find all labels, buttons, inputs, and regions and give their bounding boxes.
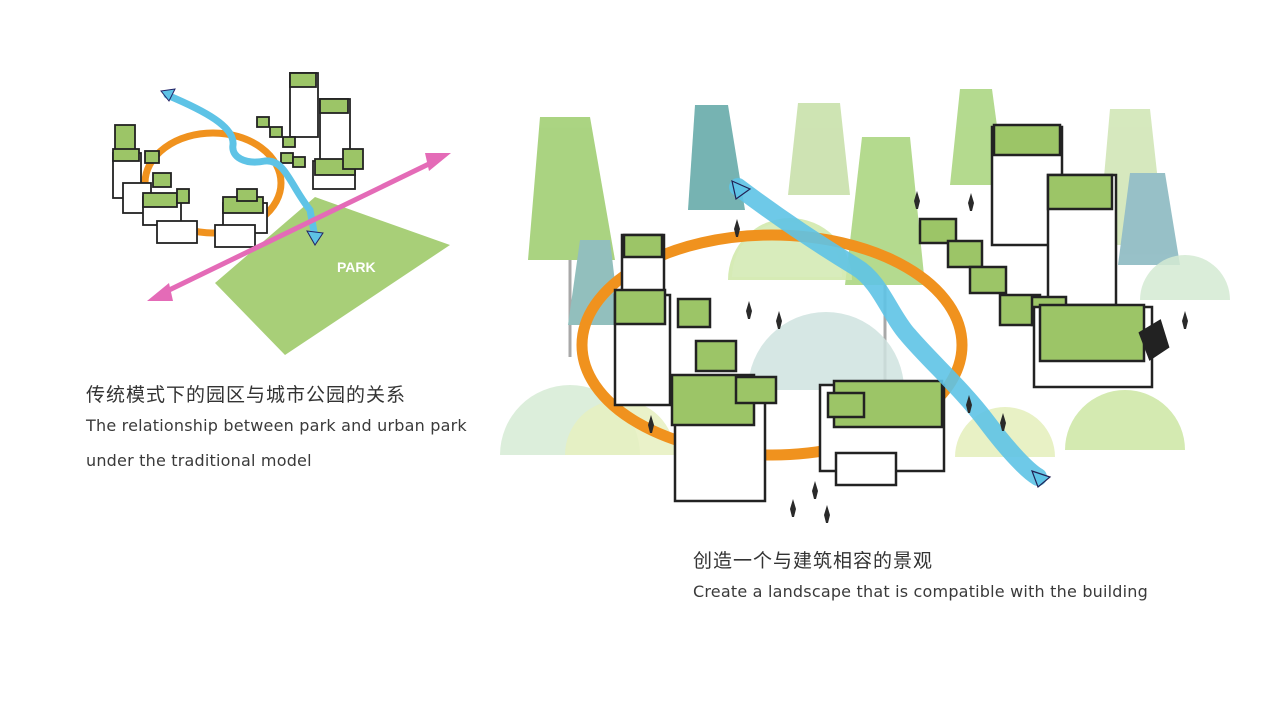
pedestrian-icon-group	[648, 191, 1188, 523]
right-caption-en: Create a landscape that is compatible wi…	[693, 582, 1148, 601]
building-cluster-left	[112, 124, 268, 248]
pedestrian-icon	[776, 311, 782, 329]
river-arrow-head-bottom	[1030, 470, 1052, 489]
orange-loop	[576, 229, 968, 461]
pedestrian-icon	[1182, 311, 1188, 329]
tree-icon	[568, 240, 620, 325]
pedestrian-icon	[734, 219, 740, 237]
river-arrow-head-top	[160, 88, 176, 102]
traditional-model-diagram: PARK	[112, 72, 451, 355]
building-cluster-right	[256, 72, 364, 190]
pedestrian-icon	[746, 301, 752, 319]
pedestrian-icon	[914, 191, 920, 209]
pedestrian-icon	[648, 415, 654, 433]
pink-double-arrow-icon	[161, 158, 437, 296]
blue-river-arrow-icon	[729, 178, 1047, 486]
river-arrow-head-bottom	[306, 230, 324, 246]
park-label: PARK	[337, 259, 376, 275]
tree-icon	[528, 117, 615, 260]
pink-arrow-head-right	[425, 153, 451, 171]
building-cluster-left	[613, 233, 946, 503]
blue-river-arrow-icon	[163, 91, 319, 241]
pedestrian-icon	[824, 505, 830, 523]
pedestrian-icon	[790, 499, 796, 517]
left-caption-en: The relationship between park and urban …	[86, 408, 467, 478]
pedestrian-icon	[812, 481, 818, 499]
pedestrian-icon	[1000, 413, 1006, 431]
pedestrian-icon	[966, 395, 972, 413]
building-cluster-right	[918, 123, 1170, 389]
left-caption-en-line2: under the traditional model	[86, 451, 312, 470]
tree-icon	[788, 103, 850, 195]
compatible-landscape-diagram	[500, 89, 1230, 523]
tree-icon	[1118, 173, 1180, 265]
left-caption-cn: 传统模式下的园区与城市公园的关系	[86, 384, 407, 406]
river-arrow-head-top	[731, 179, 752, 201]
left-caption-en-line1: The relationship between park and urban …	[86, 416, 467, 435]
right-caption-cn: 创造一个与建筑相容的景观	[693, 550, 934, 572]
pedestrian-icon	[968, 193, 974, 211]
pink-arrow-head-left	[147, 283, 173, 301]
